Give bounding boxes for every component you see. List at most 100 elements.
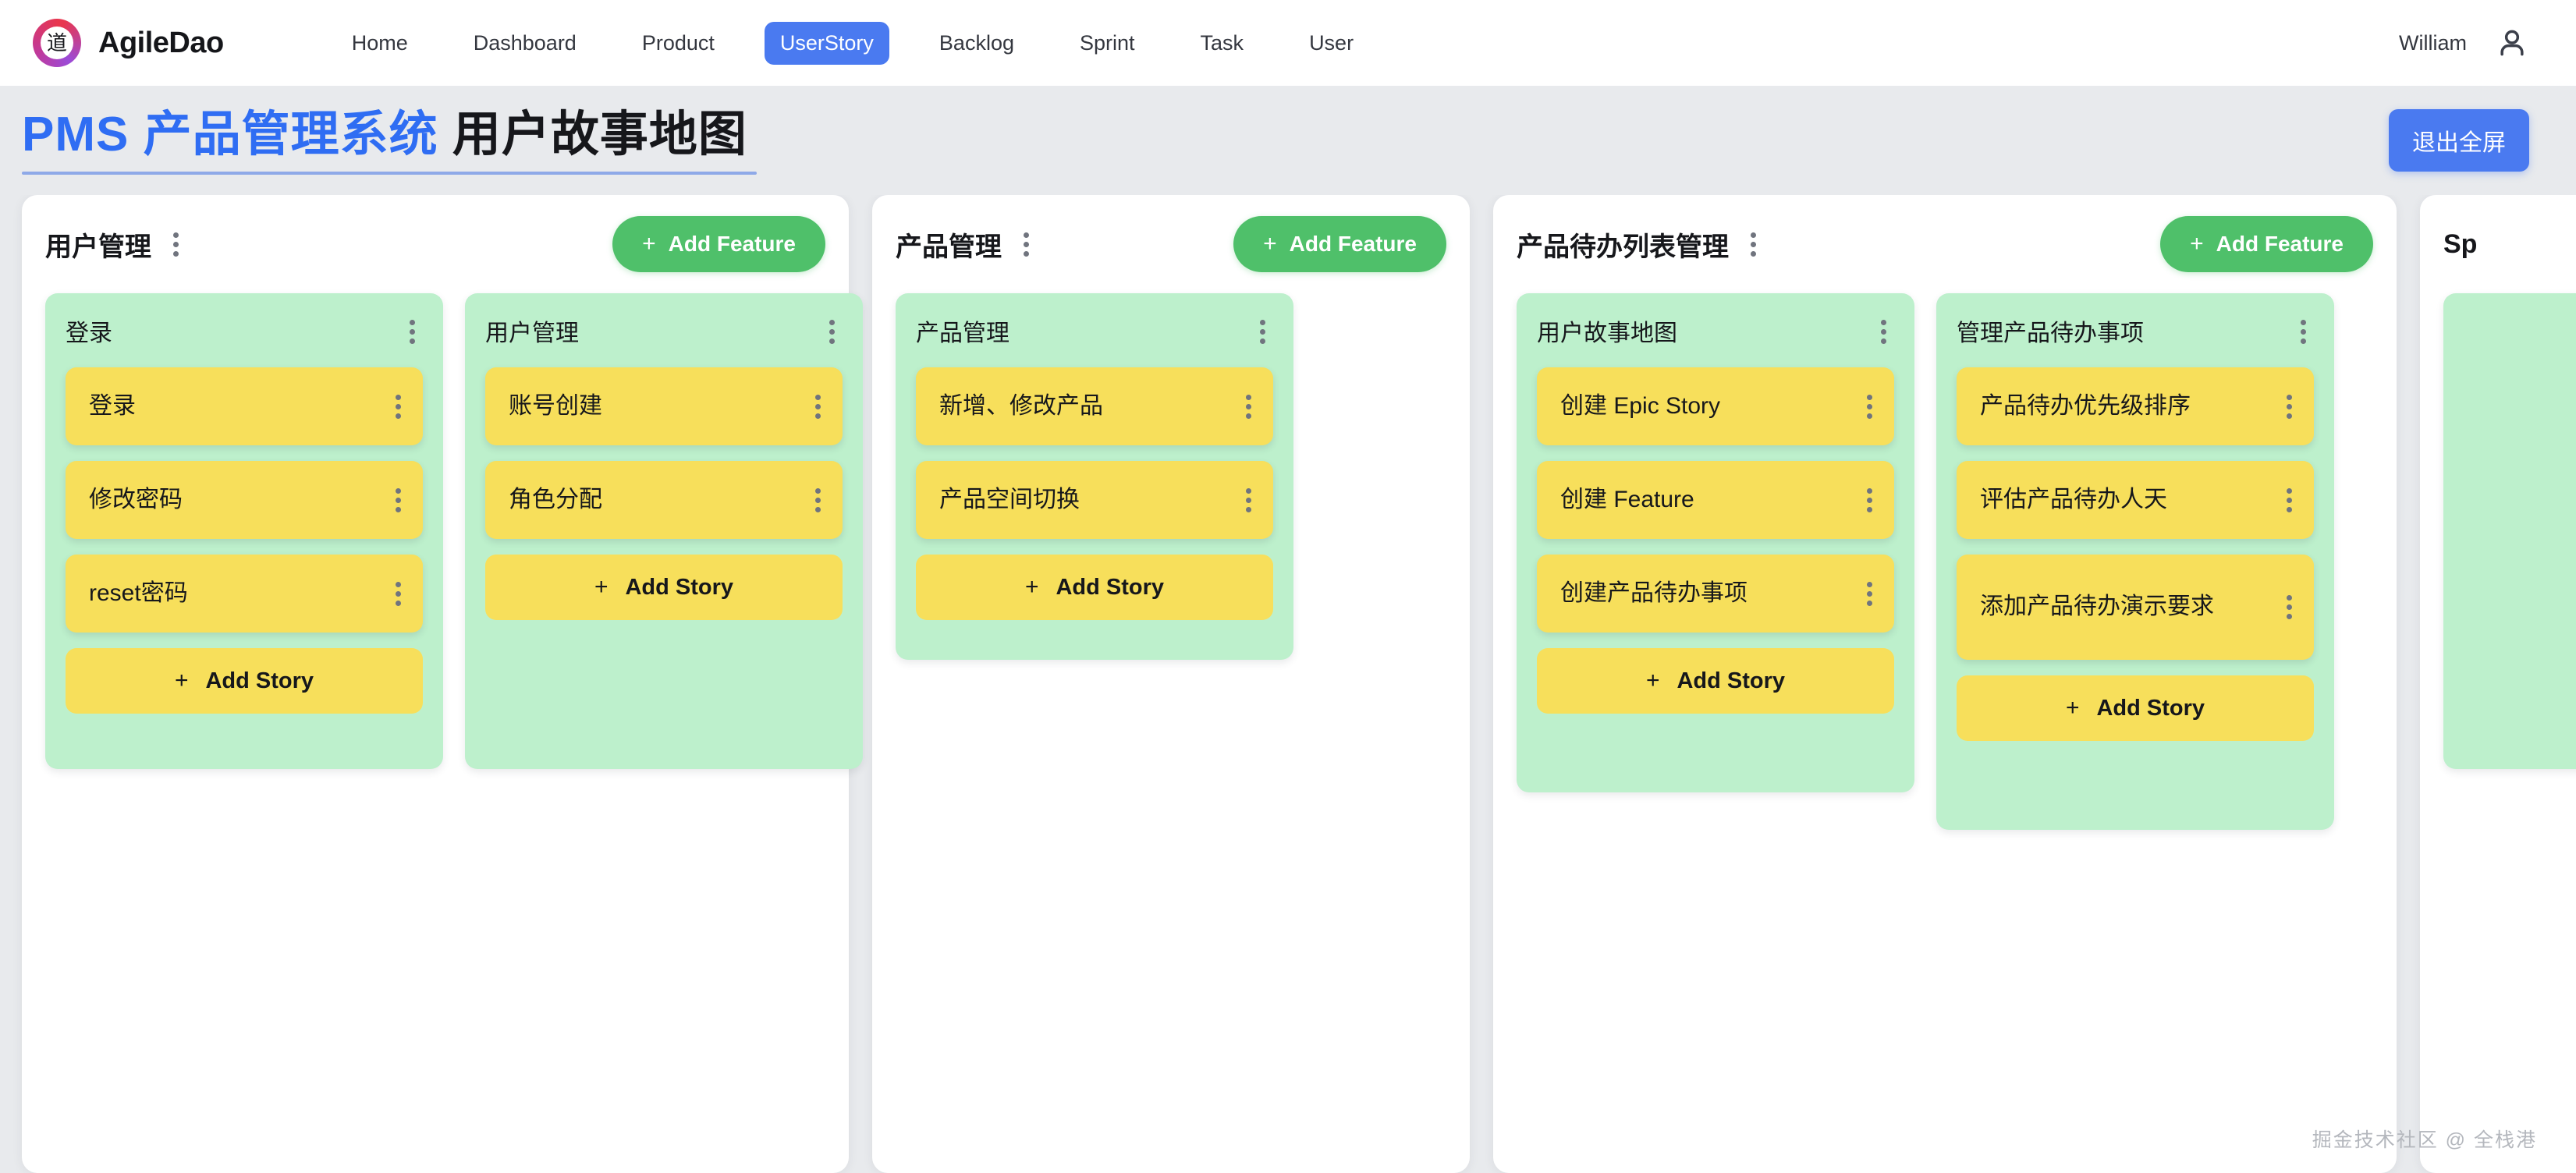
add-feature-label: Add Feature xyxy=(668,232,796,256)
nav-right: William xyxy=(2399,26,2529,60)
story-card[interactable]: 创建 Epic Story xyxy=(1537,367,1894,445)
add-feature-label: Add Feature xyxy=(1289,232,1417,256)
nav-link-user[interactable]: User xyxy=(1309,30,1354,55)
story-list: 产品待办优先级排序 评估产品待办人天 添加产品待办演示要求 + Add Stor… xyxy=(1957,367,2314,741)
add-feature-button[interactable]: + Add Feature xyxy=(1233,216,1446,272)
add-story-button[interactable]: + Add Story xyxy=(916,555,1273,620)
story-menu-icon[interactable] xyxy=(388,482,409,519)
nav-link-dashboard[interactable]: Dashboard xyxy=(473,30,577,55)
epic-header: Sp xyxy=(2443,218,2576,270)
nav-link-home[interactable]: Home xyxy=(351,30,408,55)
epic-menu-icon[interactable] xyxy=(165,226,186,263)
add-story-label: Add Story xyxy=(2096,695,2205,721)
story-title: 评估产品待办人天 xyxy=(1980,486,2167,512)
story-card[interactable]: 登录 xyxy=(66,367,423,445)
story-card[interactable]: 创建 Feature xyxy=(1537,461,1894,539)
story-title: 产品空间切换 xyxy=(939,486,1080,512)
plus-icon: + xyxy=(1263,231,1277,257)
add-story-button[interactable]: + Add Story xyxy=(485,555,843,620)
epic-menu-icon[interactable] xyxy=(1743,226,1764,263)
story-menu-icon[interactable] xyxy=(1238,482,1259,519)
story-menu-icon[interactable] xyxy=(1859,388,1880,425)
story-title: 产品待办优先级排序 xyxy=(1980,392,2191,419)
story-title: 新增、修改产品 xyxy=(939,392,1103,419)
epic-title: Sp xyxy=(2443,229,2478,259)
story-title: 创建 Feature xyxy=(1560,486,1694,512)
plus-icon: + xyxy=(594,574,609,600)
story-card[interactable]: 创建产品待办事项 xyxy=(1537,555,1894,633)
add-feature-button[interactable]: + Add Feature xyxy=(2160,216,2373,272)
story-title: 修改密码 xyxy=(89,486,183,512)
epic-column: 产品待办列表管理 + Add Feature 用户故事地图 创建 Epic St… xyxy=(1493,195,2397,1173)
add-story-label: Add Story xyxy=(1056,574,1165,600)
plus-icon: + xyxy=(2065,695,2080,721)
features-row: 产品管理 新增、修改产品 产品空间切换 + Add Story xyxy=(896,293,1446,660)
add-feature-button[interactable]: + Add Feature xyxy=(612,216,825,272)
story-card[interactable]: 添加产品待办演示要求 xyxy=(1957,555,2314,660)
feature-card[interactable]: 用户管理 账号创建 角色分配 + Add Story xyxy=(465,293,863,769)
story-card[interactable]: 产品空间切换 xyxy=(916,461,1273,539)
story-menu-icon[interactable] xyxy=(2279,589,2300,625)
feature-card[interactable]: 产品管理 新增、修改产品 产品空间切换 + Add Story xyxy=(896,293,1293,660)
story-card[interactable]: 产品待办优先级排序 xyxy=(1957,367,2314,445)
feature-card[interactable]: 管理产品待办事项 产品待办优先级排序 评估产品待办人天 添加产品待办演示要求 xyxy=(1936,293,2334,830)
feature-card[interactable]: 用户故事地图 创建 Epic Story 创建 Feature 创建产品待办事项 xyxy=(1517,293,1914,792)
nav-link-product[interactable]: Product xyxy=(641,30,715,55)
feature-title: 产品管理 xyxy=(916,321,1009,346)
page-header: PMS 产品管理系统 用户故事地图 退出全屏 xyxy=(0,86,2576,195)
feature-menu-icon[interactable] xyxy=(1252,314,1273,350)
nav-link-userstory[interactable]: UserStory xyxy=(764,21,889,65)
feature-title: 用户管理 xyxy=(485,321,579,346)
story-menu-icon[interactable] xyxy=(807,388,829,425)
epic-header: 产品待办列表管理 + Add Feature xyxy=(1517,216,2373,272)
plus-icon: + xyxy=(1024,574,1039,600)
story-card[interactable]: 评估产品待办人天 xyxy=(1957,461,2314,539)
story-menu-icon[interactable] xyxy=(2279,482,2300,519)
feature-card[interactable]: 登录 登录 修改密码 reset密码 xyxy=(45,293,443,769)
add-story-button[interactable]: + Add Story xyxy=(1537,648,1894,714)
feature-header: 产品管理 xyxy=(916,314,1273,350)
add-story-label: Add Story xyxy=(205,668,314,693)
story-menu-icon[interactable] xyxy=(388,576,409,612)
story-card[interactable]: 角色分配 xyxy=(485,461,843,539)
feature-menu-icon[interactable] xyxy=(402,314,423,350)
story-title: 角色分配 xyxy=(509,486,602,512)
story-menu-icon[interactable] xyxy=(1859,576,1880,612)
top-navbar: 道 AgileDao Home Dashboard Product UserSt… xyxy=(0,0,2576,86)
story-card[interactable]: 新增、修改产品 xyxy=(916,367,1273,445)
story-card[interactable]: reset密码 xyxy=(66,555,423,633)
epic-title: 产品管理 xyxy=(896,232,1002,262)
story-card[interactable]: 账号创建 xyxy=(485,367,843,445)
story-menu-icon[interactable] xyxy=(807,482,829,519)
nav-link-sprint[interactable]: Sprint xyxy=(1079,30,1135,55)
exit-fullscreen-button[interactable]: 退出全屏 xyxy=(2389,109,2529,172)
nav-link-task[interactable]: Task xyxy=(1200,30,1244,55)
nav-links: Home Dashboard Product UserStory Backlog… xyxy=(336,21,1369,65)
feature-menu-icon[interactable] xyxy=(2293,314,2314,350)
feature-menu-icon[interactable] xyxy=(1873,314,1894,350)
add-feature-label: Add Feature xyxy=(2216,232,2344,256)
feature-menu-icon[interactable] xyxy=(821,314,843,350)
story-card[interactable]: 修改密码 xyxy=(66,461,423,539)
story-menu-icon[interactable] xyxy=(388,388,409,425)
add-story-button[interactable]: + Add Story xyxy=(66,648,423,714)
epic-menu-icon[interactable] xyxy=(1016,226,1037,263)
epic-column: Sp xyxy=(2420,195,2576,1173)
story-menu-icon[interactable] xyxy=(2279,388,2300,425)
feature-header: 用户管理 xyxy=(485,314,843,350)
brand-logo[interactable]: 道 AgileDao xyxy=(33,19,224,67)
features-row: 用户故事地图 创建 Epic Story 创建 Feature 创建产品待办事项 xyxy=(1517,293,2373,830)
epic-title: 用户管理 xyxy=(45,232,151,262)
epic-header: 产品管理 + Add Feature xyxy=(896,216,1446,272)
page-title-view: 用户故事地图 xyxy=(452,108,747,161)
add-story-button[interactable]: + Add Story xyxy=(1957,675,2314,741)
nav-link-backlog[interactable]: Backlog xyxy=(939,30,1014,55)
story-menu-icon[interactable] xyxy=(1238,388,1259,425)
feature-card[interactable] xyxy=(2443,293,2576,769)
user-avatar-icon[interactable] xyxy=(2495,26,2529,60)
story-map-board: 用户管理 + Add Feature 登录 登录 xyxy=(0,195,2576,1173)
story-title: 创建 Epic Story xyxy=(1560,392,1721,419)
story-menu-icon[interactable] xyxy=(1859,482,1880,519)
epic-header: 用户管理 + Add Feature xyxy=(45,216,825,272)
story-list: 创建 Epic Story 创建 Feature 创建产品待办事项 + Add … xyxy=(1537,367,1894,714)
